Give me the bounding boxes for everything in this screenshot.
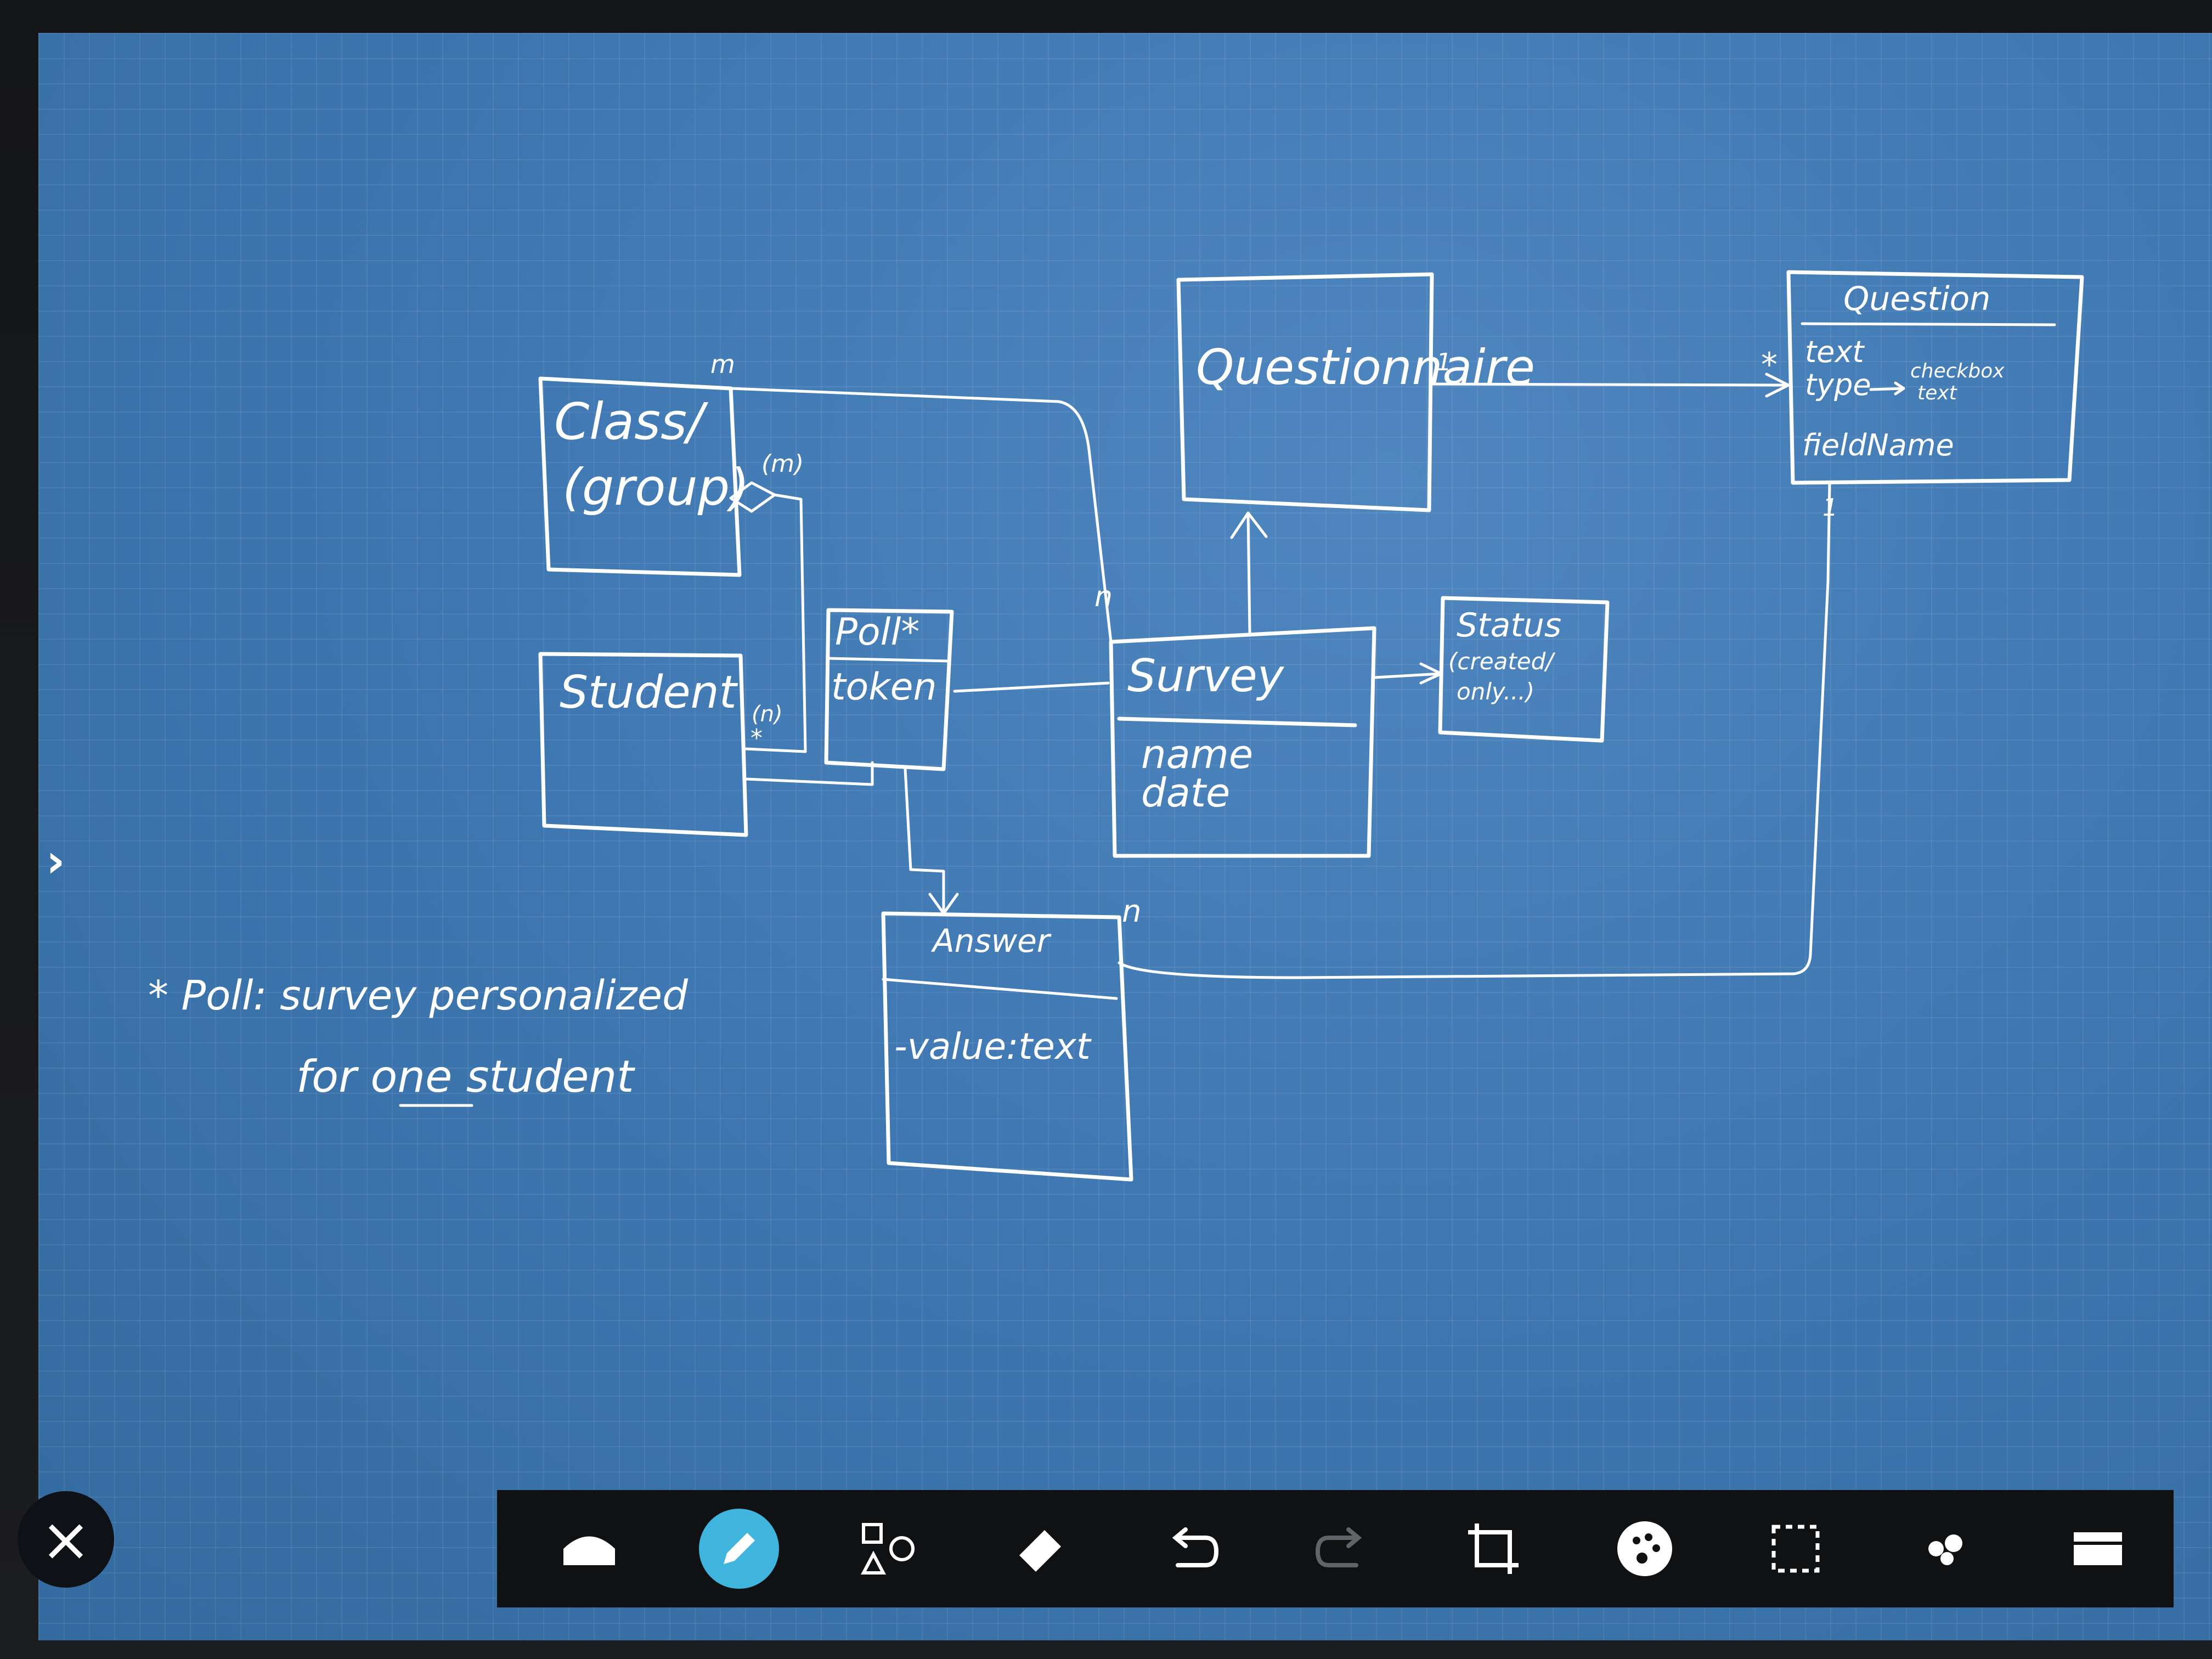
- status-values-2: only...): [1457, 678, 1534, 705]
- multiplicity-question-1: 1: [1822, 494, 1838, 522]
- survey-questionnaire-arrow: [1230, 511, 1268, 634]
- multiplicity-question-star: *: [1761, 346, 1778, 384]
- poll-answer-arrow: [904, 768, 959, 915]
- color-palette-tool[interactable]: [1604, 1508, 1686, 1590]
- chevron-right-icon[interactable]: ›: [46, 834, 65, 888]
- redo-icon: [1315, 1527, 1362, 1567]
- multiplicity-answer-n: n: [1122, 894, 1142, 929]
- questionnaire-question-arrow: 1 *: [1430, 346, 1790, 398]
- class-survey-association: m n: [710, 349, 1113, 644]
- poll-token: token: [831, 665, 937, 709]
- close-button[interactable]: ×: [18, 1491, 114, 1588]
- select-icon: [1771, 1525, 1820, 1573]
- eraser-pad-icon: [563, 1536, 615, 1565]
- uml-diagram: Class/ (group) Student (m) (n) * Poll* t…: [148, 270, 2084, 1182]
- class-group-box: Class/ (group): [538, 376, 749, 577]
- student-name: Student: [560, 667, 738, 719]
- survey-box: Survey name date: [1109, 626, 1376, 858]
- crop-tool[interactable]: [1452, 1508, 1534, 1590]
- multiplicity-questionnaire-1: 1: [1436, 348, 1452, 376]
- poll-survey-association: [953, 681, 1110, 693]
- answer-name: Answer: [930, 922, 1052, 960]
- question-name: Question: [1843, 280, 1990, 318]
- class-student-association: (m) (n) *: [729, 450, 874, 786]
- more-icon: [1928, 1534, 1962, 1565]
- survey-name: Survey: [1127, 650, 1285, 702]
- answer-box: Answer -value:text: [881, 911, 1133, 1182]
- survey-attr-name: name: [1141, 731, 1253, 777]
- pen-tool[interactable]: [699, 1509, 780, 1589]
- questionnaire-box: Questionnaire: [1176, 272, 1535, 512]
- redo-button[interactable]: [1301, 1508, 1384, 1590]
- crop-icon: [1468, 1523, 1519, 1574]
- pen-icon: [724, 1533, 755, 1564]
- question-type-checkbox: checkbox: [1910, 360, 2005, 382]
- poll-note: * Poll: survey personalized for one stud…: [148, 972, 689, 1107]
- question-attr-fieldname: fieldName: [1802, 428, 1954, 462]
- multiplicity-class-student-n: (n): [752, 702, 783, 727]
- class-group-name-2: (group): [562, 458, 749, 517]
- color-palette-icon: [1617, 1521, 1672, 1576]
- question-attr-type: type: [1805, 368, 1871, 402]
- multiplicity-class-survey-m: m: [710, 349, 735, 379]
- select-tool[interactable]: [1754, 1508, 1837, 1590]
- survey-status-arrow: [1373, 662, 1443, 685]
- question-answer-association: 1 n: [1118, 481, 1838, 979]
- menu-button[interactable]: [2057, 1508, 2139, 1590]
- question-box: Question text type checkbox text fieldNa…: [1786, 270, 2084, 485]
- eraser-icon: [1019, 1530, 1062, 1572]
- note-line-2: for one student: [296, 1051, 635, 1102]
- question-attr-text: text: [1805, 335, 1865, 369]
- question-type-text: text: [1917, 382, 1958, 404]
- student-box: Student: [538, 652, 748, 837]
- close-icon: ×: [40, 1504, 92, 1575]
- status-values-1: (created/: [1448, 648, 1555, 675]
- menu-icon: [2074, 1532, 2123, 1565]
- class-group-name-1: Class/: [554, 392, 709, 451]
- eraser-pad-tool[interactable]: [548, 1508, 630, 1590]
- eraser-tool[interactable]: [999, 1508, 1081, 1590]
- questionnaire-name: Questionnaire: [1196, 339, 1535, 396]
- note-line-1: * Poll: survey personalized: [148, 972, 689, 1019]
- more-tool[interactable]: [1906, 1508, 1988, 1590]
- shapes-tool[interactable]: [848, 1508, 930, 1590]
- shapes-icon: [860, 1523, 915, 1575]
- poll-box: Poll* token: [824, 608, 954, 771]
- poll-name: Poll*: [835, 611, 919, 654]
- status-box: Status (created/ only...): [1438, 596, 1610, 743]
- answer-attribute: -value:text: [894, 1025, 1092, 1068]
- multiplicity-class-student-star: *: [751, 724, 763, 752]
- drawing-toolbar: [497, 1490, 2174, 1607]
- undo-icon: [1172, 1527, 1218, 1567]
- multiplicity-class-survey-n: n: [1094, 580, 1113, 613]
- whiteboard-canvas[interactable]: Class/ (group) Student (m) (n) * Poll* t…: [38, 33, 2212, 1640]
- status-name: Status: [1457, 606, 1561, 645]
- survey-attr-date: date: [1141, 770, 1230, 816]
- undo-button[interactable]: [1150, 1508, 1233, 1590]
- multiplicity-class-student-m: (m): [761, 450, 804, 478]
